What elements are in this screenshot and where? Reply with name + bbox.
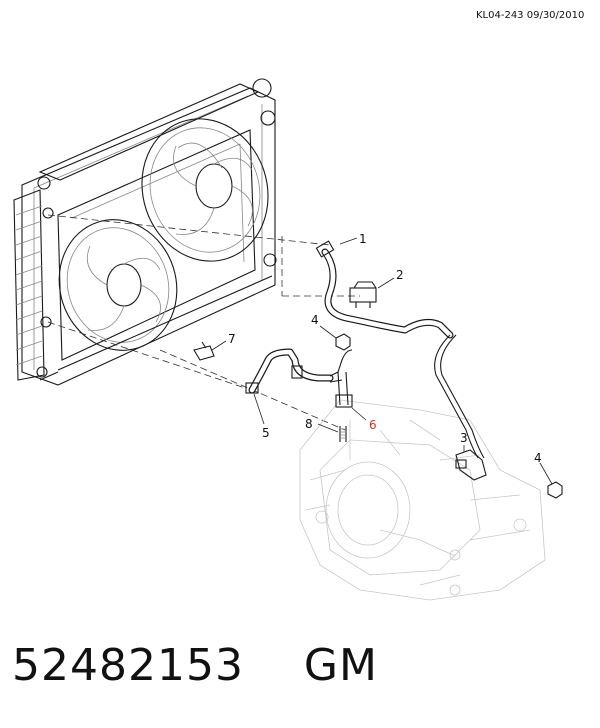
cooler-inlet-hose: [315, 240, 485, 459]
callout-labels: 1 2 3 4 4 5 6 7 8: [211, 232, 553, 485]
parts-diagram: 1 2 3 4 4 5 6 7 8: [13, 78, 563, 601]
callout-1: 1: [359, 232, 367, 246]
part-number: 52482153: [12, 640, 244, 691]
bracket-7: [193, 341, 215, 361]
callout-6: 6: [369, 418, 377, 432]
callout-5: 5: [262, 426, 270, 440]
drawing-reference: KL04-243 09/30/2010: [476, 10, 585, 21]
transmission-housing: [299, 399, 546, 601]
callout-7: 7: [228, 332, 236, 346]
fitting-3: [455, 449, 487, 481]
callout-3: 3: [460, 431, 468, 445]
brand-name: GM: [303, 640, 378, 691]
hose-clip-2: [349, 281, 377, 308]
cooler-outlet-hose: [245, 348, 353, 408]
nut-4b: [547, 481, 563, 499]
callout-4a: 4: [311, 313, 319, 327]
callout-2: 2: [396, 268, 404, 282]
part-footer: 52482153 GM: [12, 640, 378, 691]
radiator-fan-assembly: [13, 78, 277, 386]
nut-4a: [335, 333, 351, 351]
stud-8: [339, 426, 347, 442]
callout-8: 8: [305, 417, 313, 431]
callout-4b: 4: [534, 451, 542, 465]
